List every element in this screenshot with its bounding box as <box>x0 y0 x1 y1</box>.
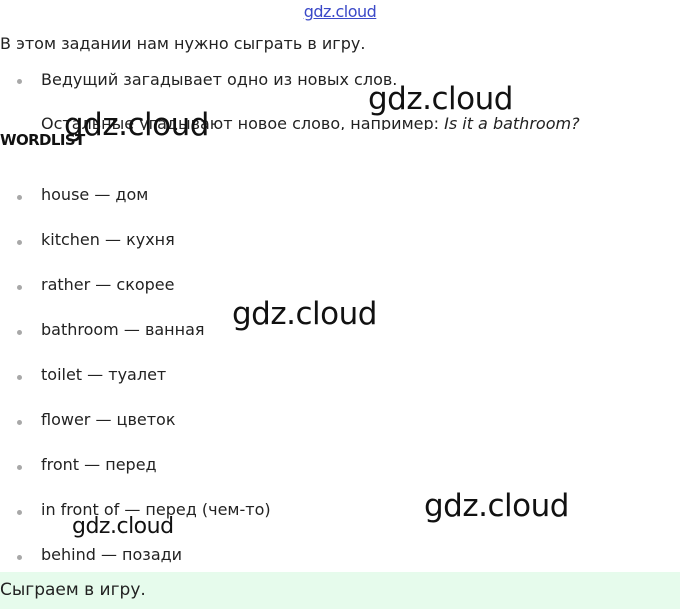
bullet-dot-icon <box>17 285 22 290</box>
wordlist-heading: WORDLIST <box>0 131 89 149</box>
word-entry: bathroom — ванная <box>41 320 205 339</box>
final-note: Сыграем в игру. <box>0 572 680 609</box>
list-item: kitchen — кухня <box>0 228 680 273</box>
bullet-dot-icon <box>17 330 22 335</box>
cut-line-text: Остальные угадывают новое слово, наприме… <box>41 114 445 130</box>
list-item: rather — скорее <box>0 273 680 318</box>
instruction-list: Ведущий загадывает одно из новых слов. <box>0 68 397 92</box>
word-entry: house — дом <box>41 185 149 204</box>
list-item: flower — цветок <box>0 408 680 453</box>
watermark-text: gdz.cloud <box>424 488 569 524</box>
list-item: in front of — перед (чем-то) <box>0 498 680 543</box>
watermark-text: gdz.cloud <box>368 81 513 117</box>
list-item: behind — позади <box>0 543 680 588</box>
word-entry: behind — позади <box>41 545 183 564</box>
wordlist: house — дом kitchen — кухня rather — ско… <box>0 183 680 588</box>
bullet-dot-icon <box>17 420 22 425</box>
word-entry: toilet — туалет <box>41 365 167 384</box>
bullet-dot-icon <box>17 465 22 470</box>
list-item: house — дом <box>0 183 680 228</box>
word-entry: flower — цветок <box>41 410 176 429</box>
word-entry: rather — скорее <box>41 275 175 294</box>
list-item: front — перед <box>0 453 680 498</box>
cut-line-italic: Is it a bathroom? <box>444 114 580 130</box>
list-item: bathroom — ванная <box>0 318 680 363</box>
site-link[interactable]: gdz.cloud <box>303 2 377 21</box>
bullet-dot-icon <box>17 510 22 515</box>
bullet-dot-icon <box>17 555 22 560</box>
bullet-dot-icon <box>17 375 22 380</box>
watermark-text: gdz.cloud <box>232 296 377 332</box>
list-item-text: Ведущий загадывает одно из новых слов. <box>41 70 398 89</box>
bullet-dot-icon <box>17 79 22 84</box>
word-entry: front — перед <box>41 455 157 474</box>
bullet-dot-icon <box>17 195 22 200</box>
instruction-cut-line: Остальные угадывают новое слово, наприме… <box>41 112 601 130</box>
word-entry: kitchen — кухня <box>41 230 175 249</box>
intro-text: В этом задании нам нужно сыграть в игру. <box>0 34 366 53</box>
watermark-text: gdz.cloud <box>64 107 209 143</box>
list-item: toilet — туалет <box>0 363 680 408</box>
list-item: Ведущий загадывает одно из новых слов. <box>0 68 397 92</box>
watermark-text: gdz.cloud <box>72 514 174 539</box>
bullet-dot-icon <box>17 240 22 245</box>
word-entry: in front of — перед (чем-то) <box>41 500 271 519</box>
